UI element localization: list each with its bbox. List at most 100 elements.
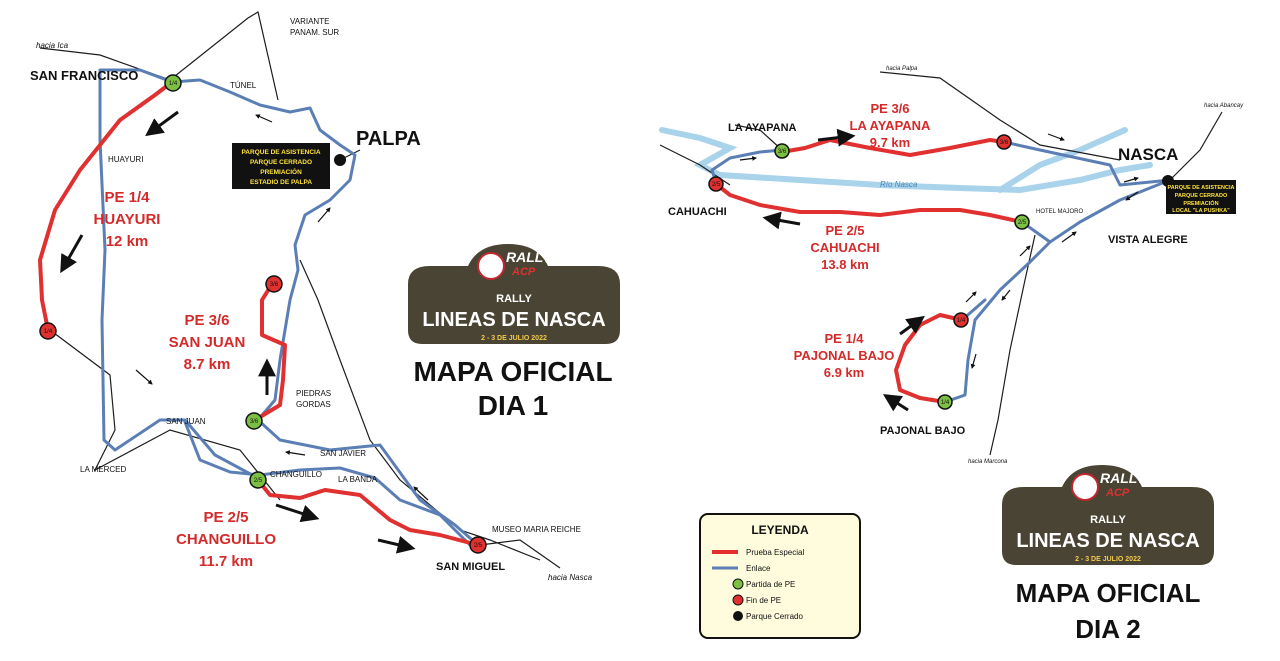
town-label: PALPA (356, 128, 421, 150)
legend-end-swatch (732, 594, 744, 606)
direction-label: hacia Abancay (1204, 103, 1244, 109)
legend-item-label: Enlace (746, 564, 771, 573)
svg-text:PE 3/6: PE 3/6 (870, 101, 909, 116)
svg-text:3/6: 3/6 (778, 149, 787, 155)
service-box: PARQUE DE ASISTENCIA PARQUE CERRADO PREM… (232, 143, 330, 189)
map-title: MAPA OFICIAL (1016, 578, 1201, 608)
link-sanjavier (256, 418, 480, 547)
town-label: SAN JUAN (166, 417, 206, 426)
legend-item-label: Fin de PE (746, 596, 781, 605)
direction-label: hacia Ica (36, 41, 69, 50)
svg-text:SAN JUAN: SAN JUAN (169, 334, 246, 351)
start-marker: 2/5 (1014, 214, 1030, 230)
arrow-icon (965, 291, 977, 303)
link-sf-merced (98, 68, 260, 480)
map-subtitle: DIA 1 (478, 390, 549, 421)
svg-text:2/5: 2/5 (1018, 220, 1027, 226)
svg-text:2/5: 2/5 (474, 543, 483, 549)
legend-title: LEYENDA (751, 523, 809, 537)
arrow-icon (145, 110, 179, 137)
arrow-icon (1061, 231, 1077, 243)
arrow-icon (1047, 133, 1065, 141)
arrow-icon (1125, 191, 1139, 201)
svg-text:PE 2/5: PE 2/5 (203, 509, 248, 526)
link-ayapana-nasca (710, 148, 784, 185)
checkered-flag-icon (1071, 473, 1099, 501)
arrow-icon (817, 128, 856, 147)
checkered-flag-icon (477, 252, 505, 280)
arrow-icon (377, 535, 416, 554)
town-label: CHANGUILLO (270, 470, 322, 479)
arrow-icon (739, 156, 757, 161)
town-label: HOTEL MAJORO (1036, 209, 1083, 215)
town-label: SAN JAVIER (320, 449, 366, 458)
arrow-icon (1019, 245, 1031, 257)
svg-text:LINEAS DE NASCA: LINEAS DE NASCA (422, 309, 605, 331)
link-nasca-vista (1002, 140, 1172, 187)
arrow-icon (317, 207, 331, 223)
svg-text:RALLY: RALLY (506, 249, 553, 265)
stage-label-pe14: PE 1/4 HUAYURI 12 km (94, 189, 161, 250)
legend-item-label: Parque Cerrado (746, 612, 803, 621)
arrow-icon (762, 211, 801, 230)
town-label: PAJONAL BAJO (880, 425, 966, 437)
stage-pe36-sanjuan (253, 282, 287, 422)
road-abancay (1169, 111, 1223, 181)
direction-label: hacia Palpa (886, 66, 918, 72)
map-dia-2: 3/6 3/6 2/5 2/5 1/4 1/4 PARQUE DE ASISTE… (659, 66, 1244, 644)
svg-text:PREMIACIÓN: PREMIACIÓN (1183, 199, 1218, 207)
svg-text:1/4: 1/4 (44, 329, 53, 335)
legend-item-label: Partida de PE (746, 580, 795, 589)
direction-label: hacia Marcona (968, 459, 1008, 465)
arrow-icon (1123, 176, 1139, 183)
town-label: PANAM. SUR (290, 28, 339, 37)
end-marker: 3/6 (265, 275, 283, 293)
svg-text:LOCAL "LA PUSHKA": LOCAL "LA PUSHKA" (1172, 208, 1230, 214)
svg-text:PARQUE DE ASISTENCIA: PARQUE DE ASISTENCIA (241, 149, 320, 156)
stage-pe25-changuillo (256, 478, 480, 547)
end-marker: 2/5 (708, 176, 724, 192)
arrow-icon (882, 394, 909, 412)
svg-text:3/6: 3/6 (250, 419, 259, 425)
svg-text:CHANGUILLO: CHANGUILLO (176, 531, 276, 548)
start-marker: 2/5 (249, 471, 267, 489)
stage-pe36-ayapana (780, 138, 1006, 157)
svg-text:PE 2/5: PE 2/5 (825, 223, 864, 238)
svg-text:8.7 km: 8.7 km (184, 356, 231, 373)
arrow-icon (255, 114, 273, 123)
svg-text:RALLY: RALLY (496, 293, 532, 305)
rally-logo: RALLY ACP RALLY LINEAS DE NASCA 2 - 3 DE… (1002, 465, 1214, 565)
river-label: Río Nasca (880, 180, 918, 189)
svg-text:ESTADIO DE PALPA: ESTADIO DE PALPA (250, 179, 312, 186)
svg-text:PARQUE CERRADO: PARQUE CERRADO (1175, 193, 1228, 199)
service-box: PARQUE DE ASISTENCIA PARQUE CERRADO PREM… (1166, 180, 1236, 214)
svg-text:PAJONAL BAJO: PAJONAL BAJO (794, 348, 895, 363)
river-nasca (659, 127, 1153, 194)
svg-text:HUAYURI: HUAYURI (94, 211, 161, 228)
svg-text:CAHUACHI: CAHUACHI (810, 240, 879, 255)
arrow-icon (970, 353, 977, 369)
stage-pe14-huayuri (38, 80, 174, 332)
town-label: LA BANDA (338, 475, 378, 484)
stage-pe25-cahuachi (714, 182, 1024, 224)
road-nasca-north (299, 259, 541, 561)
legend-start-swatch (732, 578, 744, 590)
svg-text:3/6: 3/6 (270, 282, 279, 288)
town-label: MUSEO MARIA REICHE (492, 525, 581, 534)
link-sf-palpa (170, 78, 357, 422)
start-marker: 3/6 (774, 143, 790, 159)
town-label: HUAYURI (108, 155, 143, 164)
svg-text:2 - 3 DE JULIO 2022: 2 - 3 DE JULIO 2022 (1075, 556, 1141, 563)
svg-text:LA AYAPANA: LA AYAPANA (850, 118, 932, 133)
svg-text:PARQUE DE ASISTENCIA: PARQUE DE ASISTENCIA (1168, 185, 1235, 191)
road-marcona (989, 234, 1036, 456)
town-label: LA AYAPANA (728, 122, 797, 134)
road-palpa (879, 71, 1121, 161)
legend: LEYENDA Prueba Especial Enlace Partida d… (699, 513, 861, 639)
end-marker: 2/5 (469, 536, 487, 554)
svg-text:6.9 km: 6.9 km (824, 365, 864, 380)
rally-logo: RALLY ACP RALLY LINEAS DE NASCA 2 - 3 DE… (408, 244, 620, 344)
map-subtitle: DIA 2 (1075, 614, 1141, 644)
map-dia-1: 1/4 1/4 3/6 3/6 2/5 2/5 PARQUE DE ASISTE… (30, 11, 620, 582)
